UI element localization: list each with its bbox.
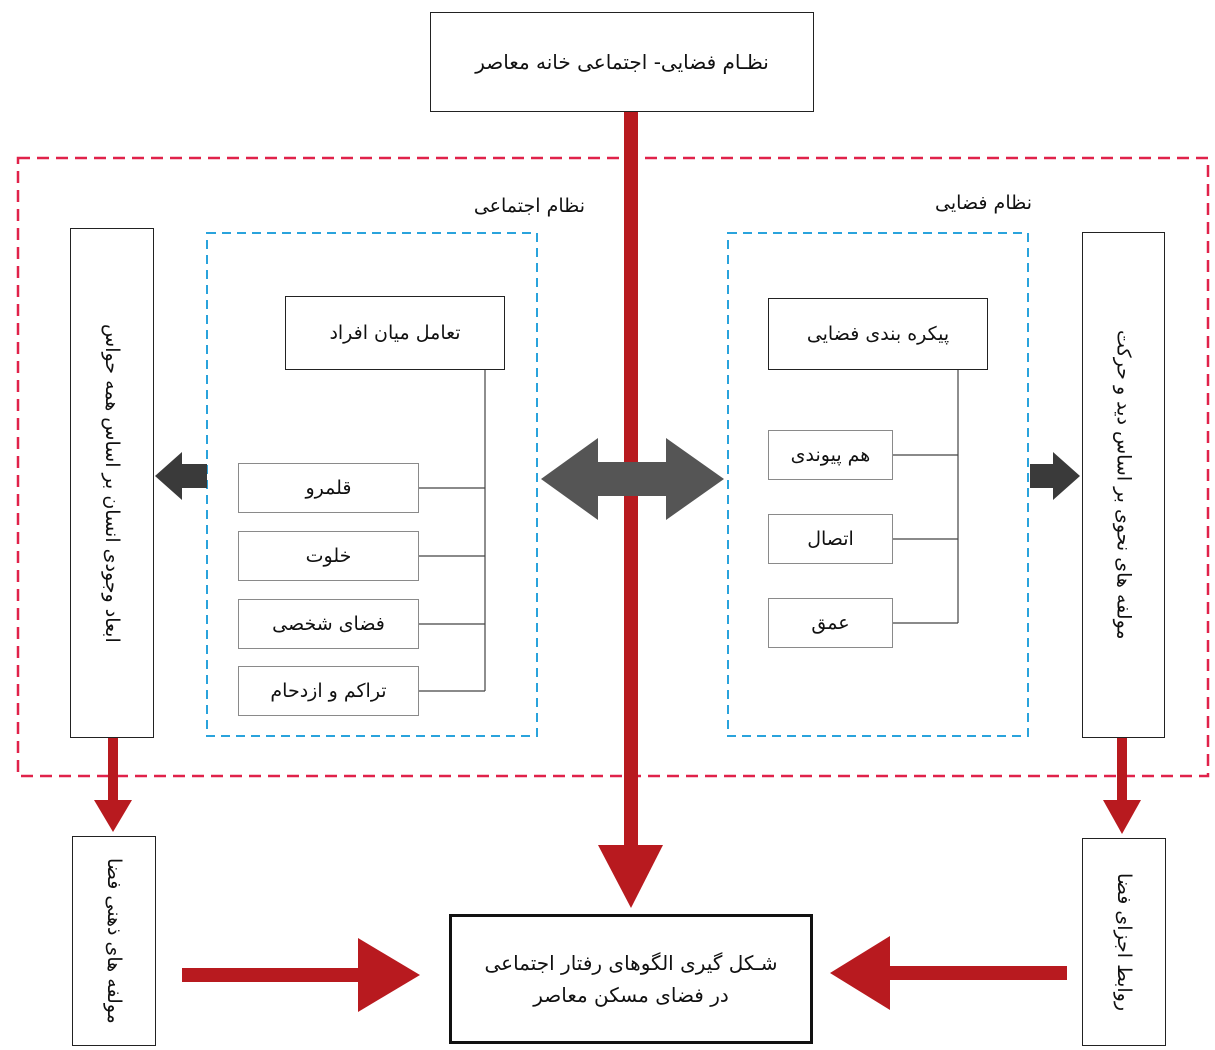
spatial-system-frame — [727, 232, 1029, 737]
spatial-item-label: هم پیوندی — [790, 444, 871, 466]
bottom-left-red-arrow-shaft — [182, 968, 362, 982]
red-dashed-frame — [16, 156, 1210, 778]
social-item-label: فضای شخصی — [272, 613, 385, 635]
social-main-box: تعامل میان افراد — [285, 296, 505, 370]
bottom-left-box: مولفه های ذهنی فضا — [72, 836, 156, 1046]
right-red-arrow-shaft — [1117, 738, 1127, 802]
left-red-arrow-shaft — [108, 738, 118, 802]
top-box-label: نظـام فضایی- اجتماعی خانه معاصر — [475, 50, 769, 74]
spatial-item-label: عمق — [811, 612, 850, 634]
bottom-right-red-arrow-head — [830, 936, 890, 1010]
double-arrow-gray — [541, 438, 724, 520]
social-item-label: خلوت — [305, 545, 352, 567]
social-item: قلمرو — [238, 463, 419, 513]
bottom-center-line-1: شـکل گیری الگوهای رفتار اجتماعی — [484, 951, 778, 975]
social-item: تراکم و ازدحام — [238, 666, 419, 716]
spatial-tree-lines — [893, 370, 959, 624]
right-vertical-box: مولفه های نحوی بر اساس دید و حرکت — [1082, 232, 1165, 738]
social-main-label: تعامل میان افراد — [329, 322, 461, 344]
left-vertical-box: ابعاد وجودی انسان بر اساس همه حواس — [70, 228, 154, 738]
bottom-left-label: مولفه های ذهنی فضا — [103, 858, 125, 1024]
left-vertical-label: ابعاد وجودی انسان بر اساس همه حواس — [101, 323, 123, 643]
left-red-arrow-head — [94, 800, 132, 832]
spatial-main-box: پیکره بندی فضایی — [768, 298, 988, 370]
left-dark-arrow — [155, 452, 207, 500]
bottom-left-red-arrow-head — [358, 938, 420, 1012]
social-system-title: نظام اجتماعی — [473, 195, 585, 217]
spatial-main-label: پیکره بندی فضایی — [806, 323, 950, 345]
spatial-system-title: نظام فضایی — [935, 192, 1032, 214]
right-dark-arrow — [1030, 452, 1080, 500]
bottom-right-label: روابط اجزای فضا — [1113, 872, 1135, 1012]
right-vertical-label: مولفه های نحوی بر اساس دید و حرکت — [1112, 330, 1135, 640]
bottom-right-box: روابط اجزای فضا — [1082, 838, 1166, 1046]
social-item: فضای شخصی — [238, 599, 419, 649]
spatial-item: اتصال — [768, 514, 893, 564]
bottom-center-line-2: در فضای مسکن معاصر — [533, 983, 729, 1007]
spatial-item: هم پیوندی — [768, 430, 893, 480]
spatial-item: عمق — [768, 598, 893, 648]
top-box: نظـام فضایی- اجتماعی خانه معاصر — [430, 12, 814, 112]
spatial-item-label: اتصال — [807, 528, 854, 550]
center-red-arrow-head — [598, 845, 663, 908]
social-item-label: تراکم و ازدحام — [270, 680, 387, 702]
right-red-arrow-head — [1103, 800, 1141, 834]
social-tree-lines — [419, 370, 486, 692]
social-item-label: قلمرو — [305, 477, 352, 499]
social-item: خلوت — [238, 531, 419, 581]
bottom-center-box: شـکل گیری الگوهای رفتار اجتماعی در فضای … — [449, 914, 813, 1044]
bottom-right-red-arrow-shaft — [885, 966, 1067, 980]
